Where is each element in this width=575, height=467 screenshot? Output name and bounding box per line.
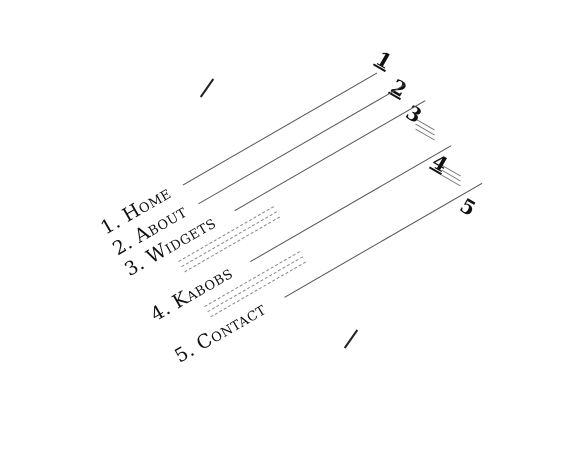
page-number-5: 5 bbox=[455, 193, 480, 221]
tick-marks-3 bbox=[414, 118, 436, 141]
leader-line-contact bbox=[284, 182, 483, 298]
tick-marks-4 bbox=[440, 164, 462, 187]
nav-item-number: 5. bbox=[171, 338, 199, 368]
decorative-slash-bottom bbox=[343, 329, 359, 349]
decorative-slash-top bbox=[199, 78, 215, 98]
nav-item-number: 4. bbox=[147, 297, 175, 326]
leader-line-widgets bbox=[234, 100, 426, 212]
page-number-1: 1 bbox=[371, 46, 396, 74]
leader-line-home bbox=[182, 72, 378, 186]
leader-line-kabobs bbox=[249, 145, 452, 263]
leader-line-about bbox=[198, 84, 405, 205]
